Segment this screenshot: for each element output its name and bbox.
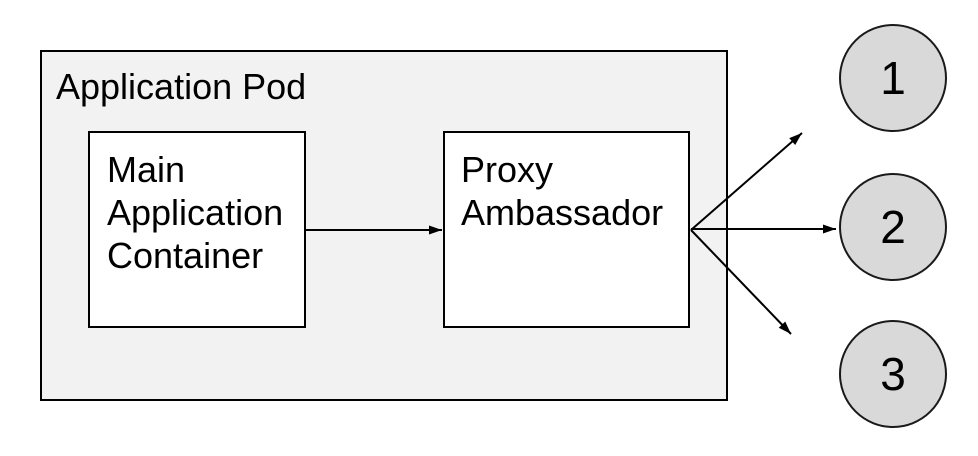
endpoint-circle-3: 3	[839, 320, 947, 428]
node-proxy-ambassador-label: Proxy Ambassador	[461, 149, 664, 233]
endpoint-circle-2-label: 2	[880, 201, 906, 253]
endpoint-circle-1: 1	[839, 24, 947, 132]
node-main-application-container-label: Main Application Container	[107, 149, 284, 276]
endpoint-circle-3-label: 3	[880, 348, 906, 400]
application-pod-label: Application Pod	[56, 66, 307, 107]
endpoint-circle-1-label: 1	[880, 52, 906, 104]
endpoint-circle-2: 2	[839, 173, 947, 281]
node-proxy-ambassador: Proxy Ambassador	[443, 131, 690, 328]
node-main-application-container: Main Application Container	[88, 131, 306, 328]
